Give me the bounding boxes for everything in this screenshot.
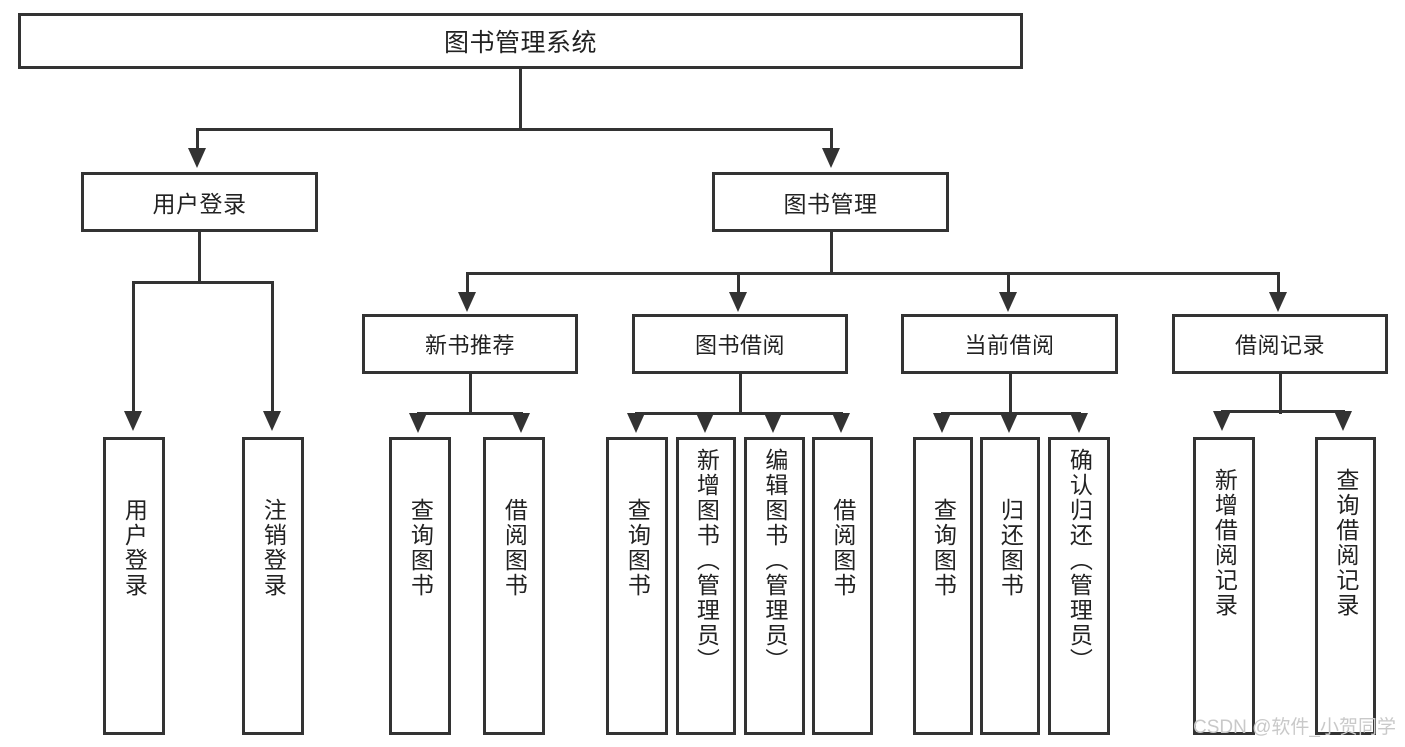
edge-book-management-bus xyxy=(466,272,1278,275)
node-leaf-borrow-book-1[interactable]: 借阅图书 xyxy=(483,437,545,735)
edge-bm-drop-3 xyxy=(1007,272,1010,294)
node-book-management[interactable]: 图书管理 xyxy=(712,172,949,232)
arrow-book-management xyxy=(822,148,840,168)
edge-nbr-stem xyxy=(469,374,472,414)
arrow-leaf-user-login xyxy=(124,411,142,431)
arrow-leaf-add-book xyxy=(696,413,714,433)
edge-user-login-stem xyxy=(198,232,201,283)
edge-user-login-drop-2 xyxy=(271,281,274,413)
edge-root-stem xyxy=(519,68,522,130)
node-current-borrow-label: 当前借阅 xyxy=(964,333,1055,358)
node-leaf-user-login-label: 用户登录 xyxy=(121,498,148,598)
node-leaf-user-logout-label: 注销登录 xyxy=(260,498,287,598)
node-user-login-label: 用户登录 xyxy=(152,191,247,217)
node-leaf-add-book[interactable]: 新增图书（管理员） xyxy=(676,437,736,735)
edge-bm-drop-2 xyxy=(737,272,740,294)
arrow-book-borrow xyxy=(729,292,747,312)
arrow-leaf-query-book-1 xyxy=(409,413,427,433)
arrow-leaf-borrow-book-2 xyxy=(832,413,850,433)
arrow-borrow-record xyxy=(1269,292,1287,312)
arrow-leaf-user-logout xyxy=(263,411,281,431)
arrow-leaf-return-book xyxy=(1000,413,1018,433)
node-leaf-query-borrow-record[interactable]: 查询借阅记录 xyxy=(1315,437,1376,735)
arrow-leaf-confirm-return xyxy=(1070,413,1088,433)
edge-book-management-stem xyxy=(830,232,833,274)
node-leaf-edit-book-label: 编辑图书（管理员） xyxy=(761,448,788,673)
node-leaf-query-borrow-record-label: 查询借阅记录 xyxy=(1332,468,1359,618)
node-book-management-label: 图书管理 xyxy=(783,191,878,217)
node-root[interactable]: 图书管理系统 xyxy=(18,13,1023,69)
node-leaf-query-book-1[interactable]: 查询图书 xyxy=(389,437,451,735)
arrow-current-borrow xyxy=(999,292,1017,312)
node-leaf-query-book-1-label: 查询图书 xyxy=(407,498,434,598)
node-book-borrow-label: 图书借阅 xyxy=(694,333,785,358)
edge-br-stem xyxy=(1279,374,1282,414)
node-user-login[interactable]: 用户登录 xyxy=(81,172,318,232)
node-leaf-edit-book[interactable]: 编辑图书（管理员） xyxy=(744,437,805,735)
node-leaf-query-book-2-label: 查询图书 xyxy=(624,498,651,598)
edge-bm-drop-1 xyxy=(466,272,469,294)
node-root-label: 图书管理系统 xyxy=(443,29,597,57)
node-leaf-confirm-return[interactable]: 确认归还（管理员） xyxy=(1048,437,1110,735)
node-leaf-query-book-2[interactable]: 查询图书 xyxy=(606,437,668,735)
arrow-leaf-add-borrow-record xyxy=(1213,411,1231,431)
node-leaf-query-book-3-label: 查询图书 xyxy=(930,498,957,598)
node-leaf-return-book-label: 归还图书 xyxy=(997,498,1024,598)
edge-user-login-bus xyxy=(132,281,274,284)
node-leaf-confirm-return-label: 确认归还（管理员） xyxy=(1066,448,1093,673)
node-leaf-add-borrow-record[interactable]: 新增借阅记录 xyxy=(1193,437,1255,735)
edge-root-bus xyxy=(196,128,833,131)
node-book-borrow[interactable]: 图书借阅 xyxy=(632,314,848,374)
edge-root-to-book-management xyxy=(830,128,833,150)
node-leaf-add-book-label: 新增图书（管理员） xyxy=(693,448,720,673)
node-leaf-borrow-book-2-label: 借阅图书 xyxy=(829,498,856,598)
edge-nbr-bus xyxy=(417,412,523,415)
node-new-book-recommend[interactable]: 新书推荐 xyxy=(362,314,578,374)
node-leaf-borrow-book-1-label: 借阅图书 xyxy=(501,498,528,598)
arrow-leaf-edit-book xyxy=(764,413,782,433)
node-leaf-return-book[interactable]: 归还图书 xyxy=(980,437,1040,735)
node-leaf-add-borrow-record-label: 新增借阅记录 xyxy=(1211,468,1238,618)
arrow-user-login xyxy=(188,148,206,168)
node-leaf-user-login[interactable]: 用户登录 xyxy=(103,437,165,735)
arrow-leaf-query-book-2 xyxy=(627,413,645,433)
node-borrow-record-label: 借阅记录 xyxy=(1234,333,1325,358)
arrow-leaf-query-book-3 xyxy=(933,413,951,433)
edge-cb-stem xyxy=(1009,374,1012,414)
edge-br-bus xyxy=(1221,410,1345,413)
edge-bb-bus xyxy=(635,412,843,415)
arrow-new-book-recommend xyxy=(458,292,476,312)
node-borrow-record[interactable]: 借阅记录 xyxy=(1172,314,1388,374)
node-leaf-borrow-book-2[interactable]: 借阅图书 xyxy=(812,437,873,735)
node-leaf-query-book-3[interactable]: 查询图书 xyxy=(913,437,973,735)
node-new-book-recommend-label: 新书推荐 xyxy=(424,333,515,358)
edge-root-to-user-login xyxy=(196,128,199,150)
node-current-borrow[interactable]: 当前借阅 xyxy=(901,314,1118,374)
edge-bb-stem xyxy=(739,374,742,414)
arrow-leaf-borrow-book-1 xyxy=(512,413,530,433)
arrow-leaf-query-borrow-record xyxy=(1334,411,1352,431)
edge-user-login-drop-1 xyxy=(132,281,135,413)
edge-bm-drop-4 xyxy=(1277,272,1280,294)
node-leaf-user-logout[interactable]: 注销登录 xyxy=(242,437,304,735)
